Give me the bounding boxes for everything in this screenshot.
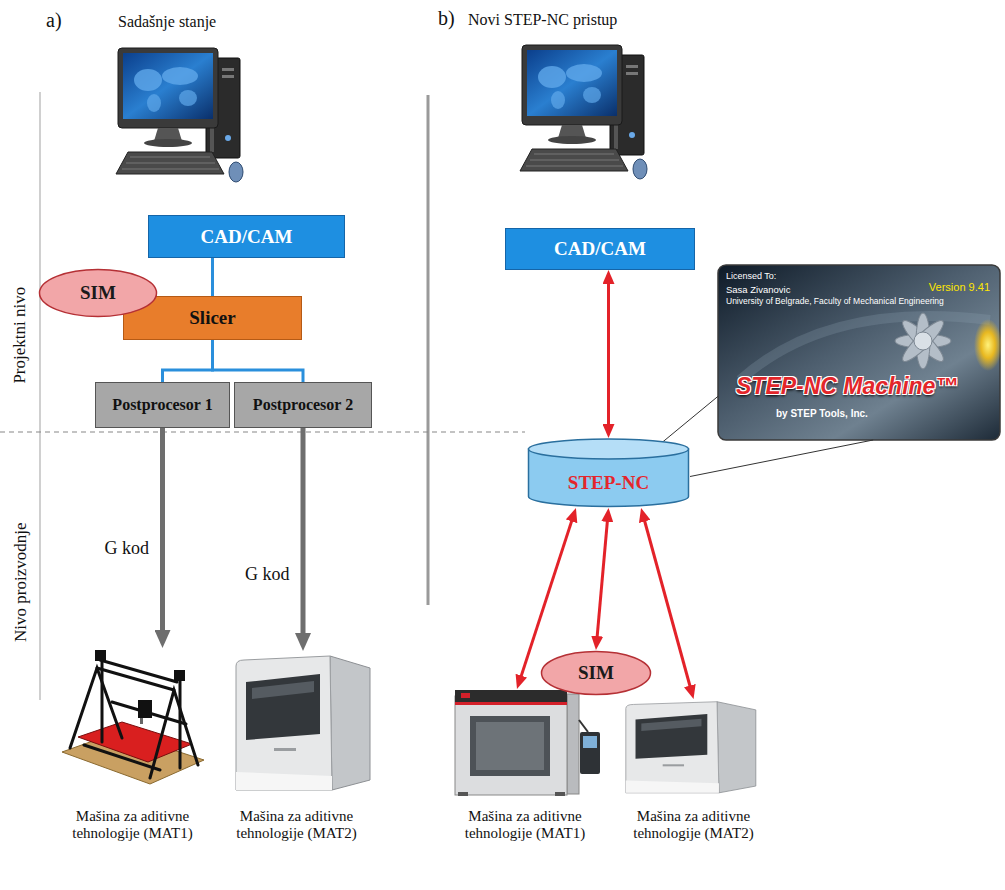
panel-label: b) — [438, 6, 455, 30]
postprocessor-box: Postprocesor 1 — [95, 382, 230, 428]
process-box: CAD/CAM — [148, 215, 345, 258]
connector — [597, 521, 607, 637]
screenshot-text: STEP-NC Machine™ — [736, 373, 958, 401]
sim-ellipse: SIM — [540, 650, 652, 696]
separator-line — [427, 95, 430, 605]
machine-caption: Mašina za aditivne tehnologije (MAT1) — [445, 808, 605, 843]
node-text: SIM — [578, 662, 614, 684]
connector — [211, 258, 214, 296]
computer-icon — [520, 45, 647, 179]
printer-cabinet — [236, 656, 370, 790]
node-text: SIM — [80, 282, 116, 304]
panel-label: Novi STEP-NC pristup — [468, 10, 617, 29]
connector — [163, 340, 213, 382]
panel-label: a) — [46, 8, 62, 32]
printer-cabinet — [626, 702, 756, 793]
screenshot-text: by STEP Tools, Inc. — [776, 408, 868, 420]
panel-label: Sadašnje stanje — [118, 12, 216, 31]
software-screenshot — [718, 265, 1002, 440]
machine-caption: Mašina za aditivne tehnologije (MAT2) — [215, 808, 378, 843]
computer-icon — [116, 48, 243, 182]
database-cylinder: STEP-NC — [527, 438, 690, 508]
node-text: CAD/CAM — [201, 226, 293, 248]
node-text: Postprocesor 1 — [112, 396, 212, 414]
machine: Mašina za aditivne tehnologije (MAT2) — [612, 699, 775, 842]
edge-label: G kod — [242, 564, 293, 586]
screenshot-panel: Licensed To: Version 9.41 Sasa ZivanovicUn… — [718, 265, 1000, 440]
screenshot-text: Licensed To: — [726, 271, 776, 282]
node-text: CAD/CAM — [554, 238, 646, 260]
connector — [661, 396, 873, 476]
cylinder-top — [529, 439, 689, 459]
connector — [521, 520, 572, 676]
machine-caption: Mašina za aditivne tehnologije (MAT1) — [55, 808, 210, 843]
machine-caption: Mašina za aditivne tehnologije (MAT2) — [612, 808, 775, 843]
node-text: STEP-NC — [568, 472, 649, 494]
node-text: Postprocesor 2 — [253, 396, 353, 414]
machine: Mašina za aditivne tehnologije (MAT1) — [445, 689, 605, 842]
connector — [607, 283, 610, 425]
level-line — [39, 92, 40, 700]
connector — [301, 428, 306, 634]
machine: Mašina za aditivne tehnologije (MAT1) — [55, 648, 210, 842]
edge-label: G kod — [102, 538, 153, 560]
node-text: Slicer — [189, 307, 235, 329]
ellipse-outline — [40, 270, 157, 317]
level-label: Projektni nivo — [10, 287, 30, 384]
machine: Mašina za aditivne tehnologije (MAT2) — [215, 651, 378, 842]
screenshot-text: Version 9.41 — [929, 281, 990, 294]
connector — [645, 521, 691, 687]
mitsubishi-machine — [455, 690, 600, 796]
reprap-printer — [62, 650, 204, 784]
postprocessor-box: Postprocesor 2 — [234, 382, 372, 428]
ellipse-outline — [542, 652, 651, 695]
level-label: Nivo proizvodnje — [10, 522, 30, 641]
screenshot-text: Sasa Zivanovic — [726, 284, 790, 295]
process-box: CAD/CAM — [505, 228, 695, 270]
level-divider — [0, 431, 525, 432]
connector — [213, 340, 304, 382]
connector — [160, 428, 165, 631]
screenshot-text: University of Belgrade, Faculty of Mecha… — [726, 296, 992, 306]
sim-ellipse: SIM — [38, 268, 158, 318]
